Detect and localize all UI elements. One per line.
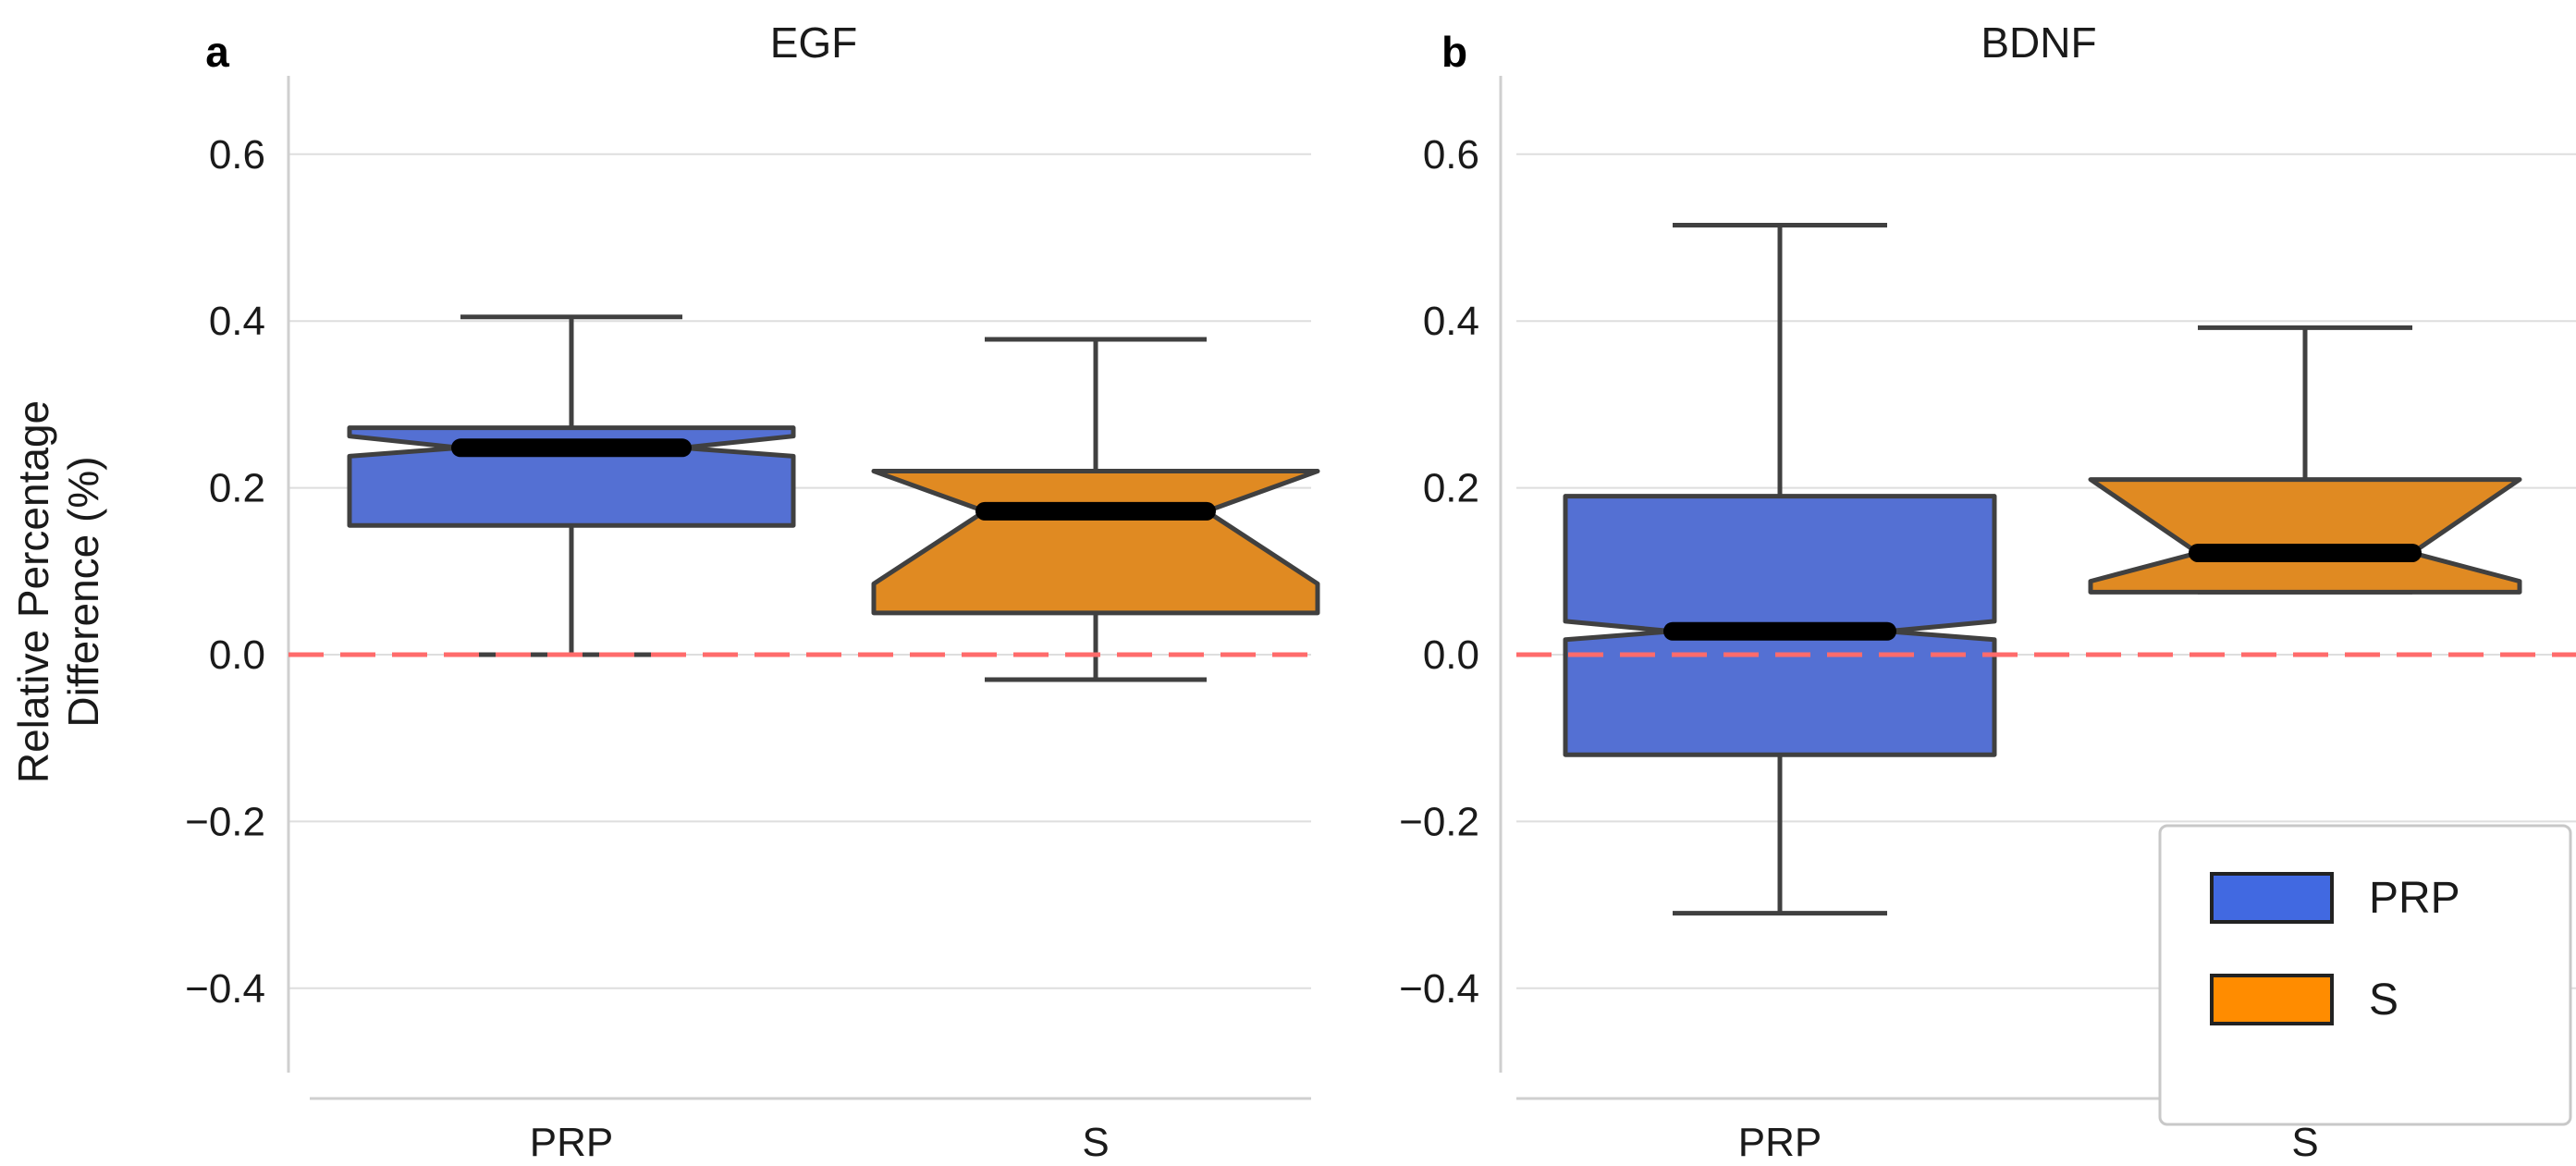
legend-swatch-s <box>2210 974 2334 1025</box>
y-tick-label: −0.2 <box>185 799 265 844</box>
x-tick-label: S <box>1082 1120 1109 1165</box>
box-s <box>871 337 1320 682</box>
y-tick-label: 0.0 <box>1423 632 1479 678</box>
legend-label-s: S <box>2369 976 2398 1025</box>
y-tick-label: 0.0 <box>209 632 265 678</box>
y-tick-label: 0.6 <box>209 132 265 178</box>
box-s <box>2088 325 2522 595</box>
x-tick-label: S <box>2291 1120 2318 1165</box>
legend-label-prp: PRP <box>2369 874 2460 923</box>
box-prp <box>1563 222 1997 916</box>
legend-swatch-prp <box>2210 872 2334 924</box>
panel-letter: b <box>1441 28 1467 76</box>
y-tick-label: −0.4 <box>1399 966 1479 1012</box>
legend: PRP S <box>2158 824 2572 1126</box>
x-tick-label: PRP <box>1738 1120 1822 1165</box>
y-axis-label: Relative PercentageDifference (%) <box>9 400 107 783</box>
y-tick-label: 0.4 <box>1423 299 1479 344</box>
y-tick-label: 0.6 <box>1423 132 1479 178</box>
x-tick-label: PRP <box>530 1120 613 1165</box>
box-prp <box>347 314 796 657</box>
y-tick-label: −0.4 <box>185 966 265 1012</box>
box-body <box>871 469 1320 616</box>
y-tick-label: 0.2 <box>1423 466 1479 511</box>
panel-letter: a <box>205 28 229 76</box>
y-axis-label-line: Difference (%) <box>59 456 107 727</box>
box-body <box>2088 477 2522 595</box>
panel-title: BDNF <box>1981 18 2096 67</box>
y-tick-label: 0.4 <box>209 299 265 344</box>
y-axis-label-line: Relative Percentage <box>9 400 57 783</box>
panel-title: EGF <box>770 18 858 67</box>
y-tick-label: −0.2 <box>1399 799 1479 844</box>
y-tick-label: 0.2 <box>209 466 265 511</box>
